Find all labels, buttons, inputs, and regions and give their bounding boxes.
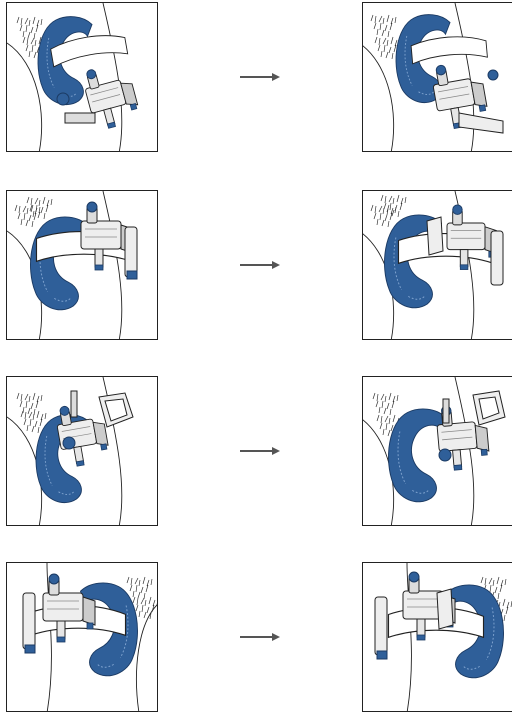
illustration-step-4-before [6,562,158,712]
row-step-3 [0,374,512,534]
row-step-2 [0,188,512,348]
row-step-4 [0,560,512,720]
row-step-1 [0,0,512,160]
illustration-step-1-before [6,2,158,152]
illustration-step-3-after [362,376,512,526]
arrow-icon [240,72,280,82]
illustration-step-4-after [362,562,512,712]
illustration-step-2-before [6,190,158,340]
illustration-step-3-before [6,376,158,526]
arrow-icon [240,260,280,270]
illustration-step-2-after [362,190,512,340]
arrow-icon [240,632,280,642]
illustration-step-1-after [362,2,512,152]
arrow-icon [240,446,280,456]
